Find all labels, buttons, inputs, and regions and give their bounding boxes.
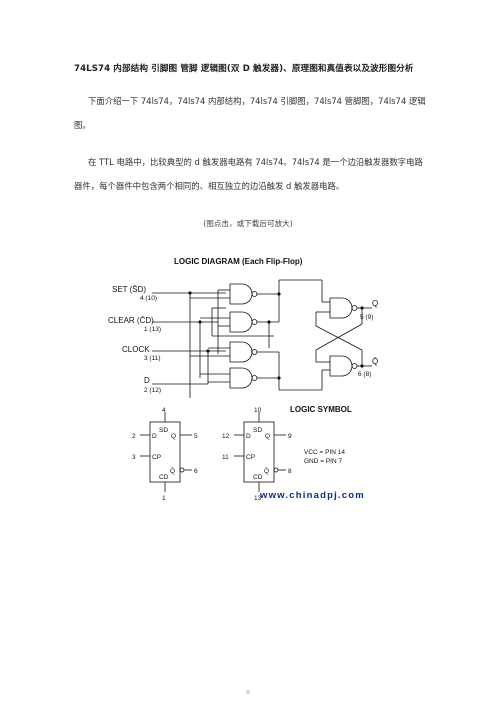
symbol1-pin-cp: 3 xyxy=(132,454,136,461)
symbol1-q: Q xyxy=(171,433,176,440)
qbar-output-label: Q̄ xyxy=(372,357,378,366)
set-pin: 4 (10) xyxy=(140,295,157,302)
symbol1-cp: CP xyxy=(152,454,161,461)
symbol1-pin-top: 4 xyxy=(162,407,166,414)
d-input-label: D xyxy=(144,376,150,385)
clock-pin: 3 (11) xyxy=(144,355,161,362)
logic-diagram-figure[interactable]: LOGIC DIAGRAM (Each Flip-Flop) SET (S̄D)… xyxy=(104,250,394,510)
set-input-label: SET (S̄D) xyxy=(112,285,146,294)
symbol2-pin-top: 10 xyxy=(254,407,262,414)
clock-input-label: CLOCK xyxy=(122,345,150,354)
clear-pin: 1 (13) xyxy=(144,326,161,333)
clear-input-label: CLEAR (C̄D) xyxy=(108,316,154,325)
page-marker-dot xyxy=(246,690,250,694)
logic-symbol-title: LOGIC SYMBOL xyxy=(290,405,352,414)
q-pin: 5 (9) xyxy=(360,314,373,321)
symbol1-pin-d: 2 xyxy=(132,433,136,440)
symbol1-pin-qbar: 6 xyxy=(194,468,198,475)
gnd-label: GND = PIN 7 xyxy=(304,458,342,465)
symbol1-pin-q: 5 xyxy=(194,433,198,440)
symbol1-pin-bottom: 1 xyxy=(162,495,166,502)
paragraph-intro: 下面介绍一下 74ls74，74ls74 内部结构，74ls74 引脚图，74l… xyxy=(74,96,426,130)
qbar-pin: 6 (8) xyxy=(358,371,371,378)
symbol1-qbar: Q̄ xyxy=(170,467,175,475)
d-pin: 2 (12) xyxy=(144,387,161,394)
symbol2-qbar: Q̄ xyxy=(264,467,269,475)
symbol2-q: Q xyxy=(265,433,270,440)
symbol2-d: D xyxy=(246,433,251,440)
paragraph-description: 在 TTL 电路中，比较典型的 d 触发器电路有 74ls74。74ls74 是… xyxy=(74,157,423,191)
symbol2-pin-qbar: 8 xyxy=(288,468,292,475)
vcc-label: VCC = PIN 14 xyxy=(304,449,345,456)
figure-caption: (图点击，或下载后可放大) xyxy=(203,219,293,228)
symbol2-pin-cp: 11 xyxy=(222,454,229,461)
logic-diagram-title: LOGIC DIAGRAM (Each Flip-Flop) xyxy=(174,257,303,266)
symbol1-cd: CD xyxy=(159,474,169,481)
symbol2-pin-q: 9 xyxy=(288,433,292,440)
symbol1-sd: SD xyxy=(159,427,168,434)
symbol2-pin-bottom: 13 xyxy=(254,495,262,502)
symbol2-pin-d: 12 xyxy=(222,433,230,440)
article-title: 74LS74 内部结构 引脚图 管脚 逻辑图(双 D 触发器)、原理图和真值表以… xyxy=(74,64,414,74)
q-output-label: Q xyxy=(372,299,378,308)
symbol1-d: D xyxy=(152,433,157,440)
website-watermark: www.chinadpj.com xyxy=(259,490,365,501)
symbol2-sd: SD xyxy=(253,427,262,434)
symbol2-cp: CP xyxy=(246,454,255,461)
symbol2-cd: CD xyxy=(253,474,263,481)
